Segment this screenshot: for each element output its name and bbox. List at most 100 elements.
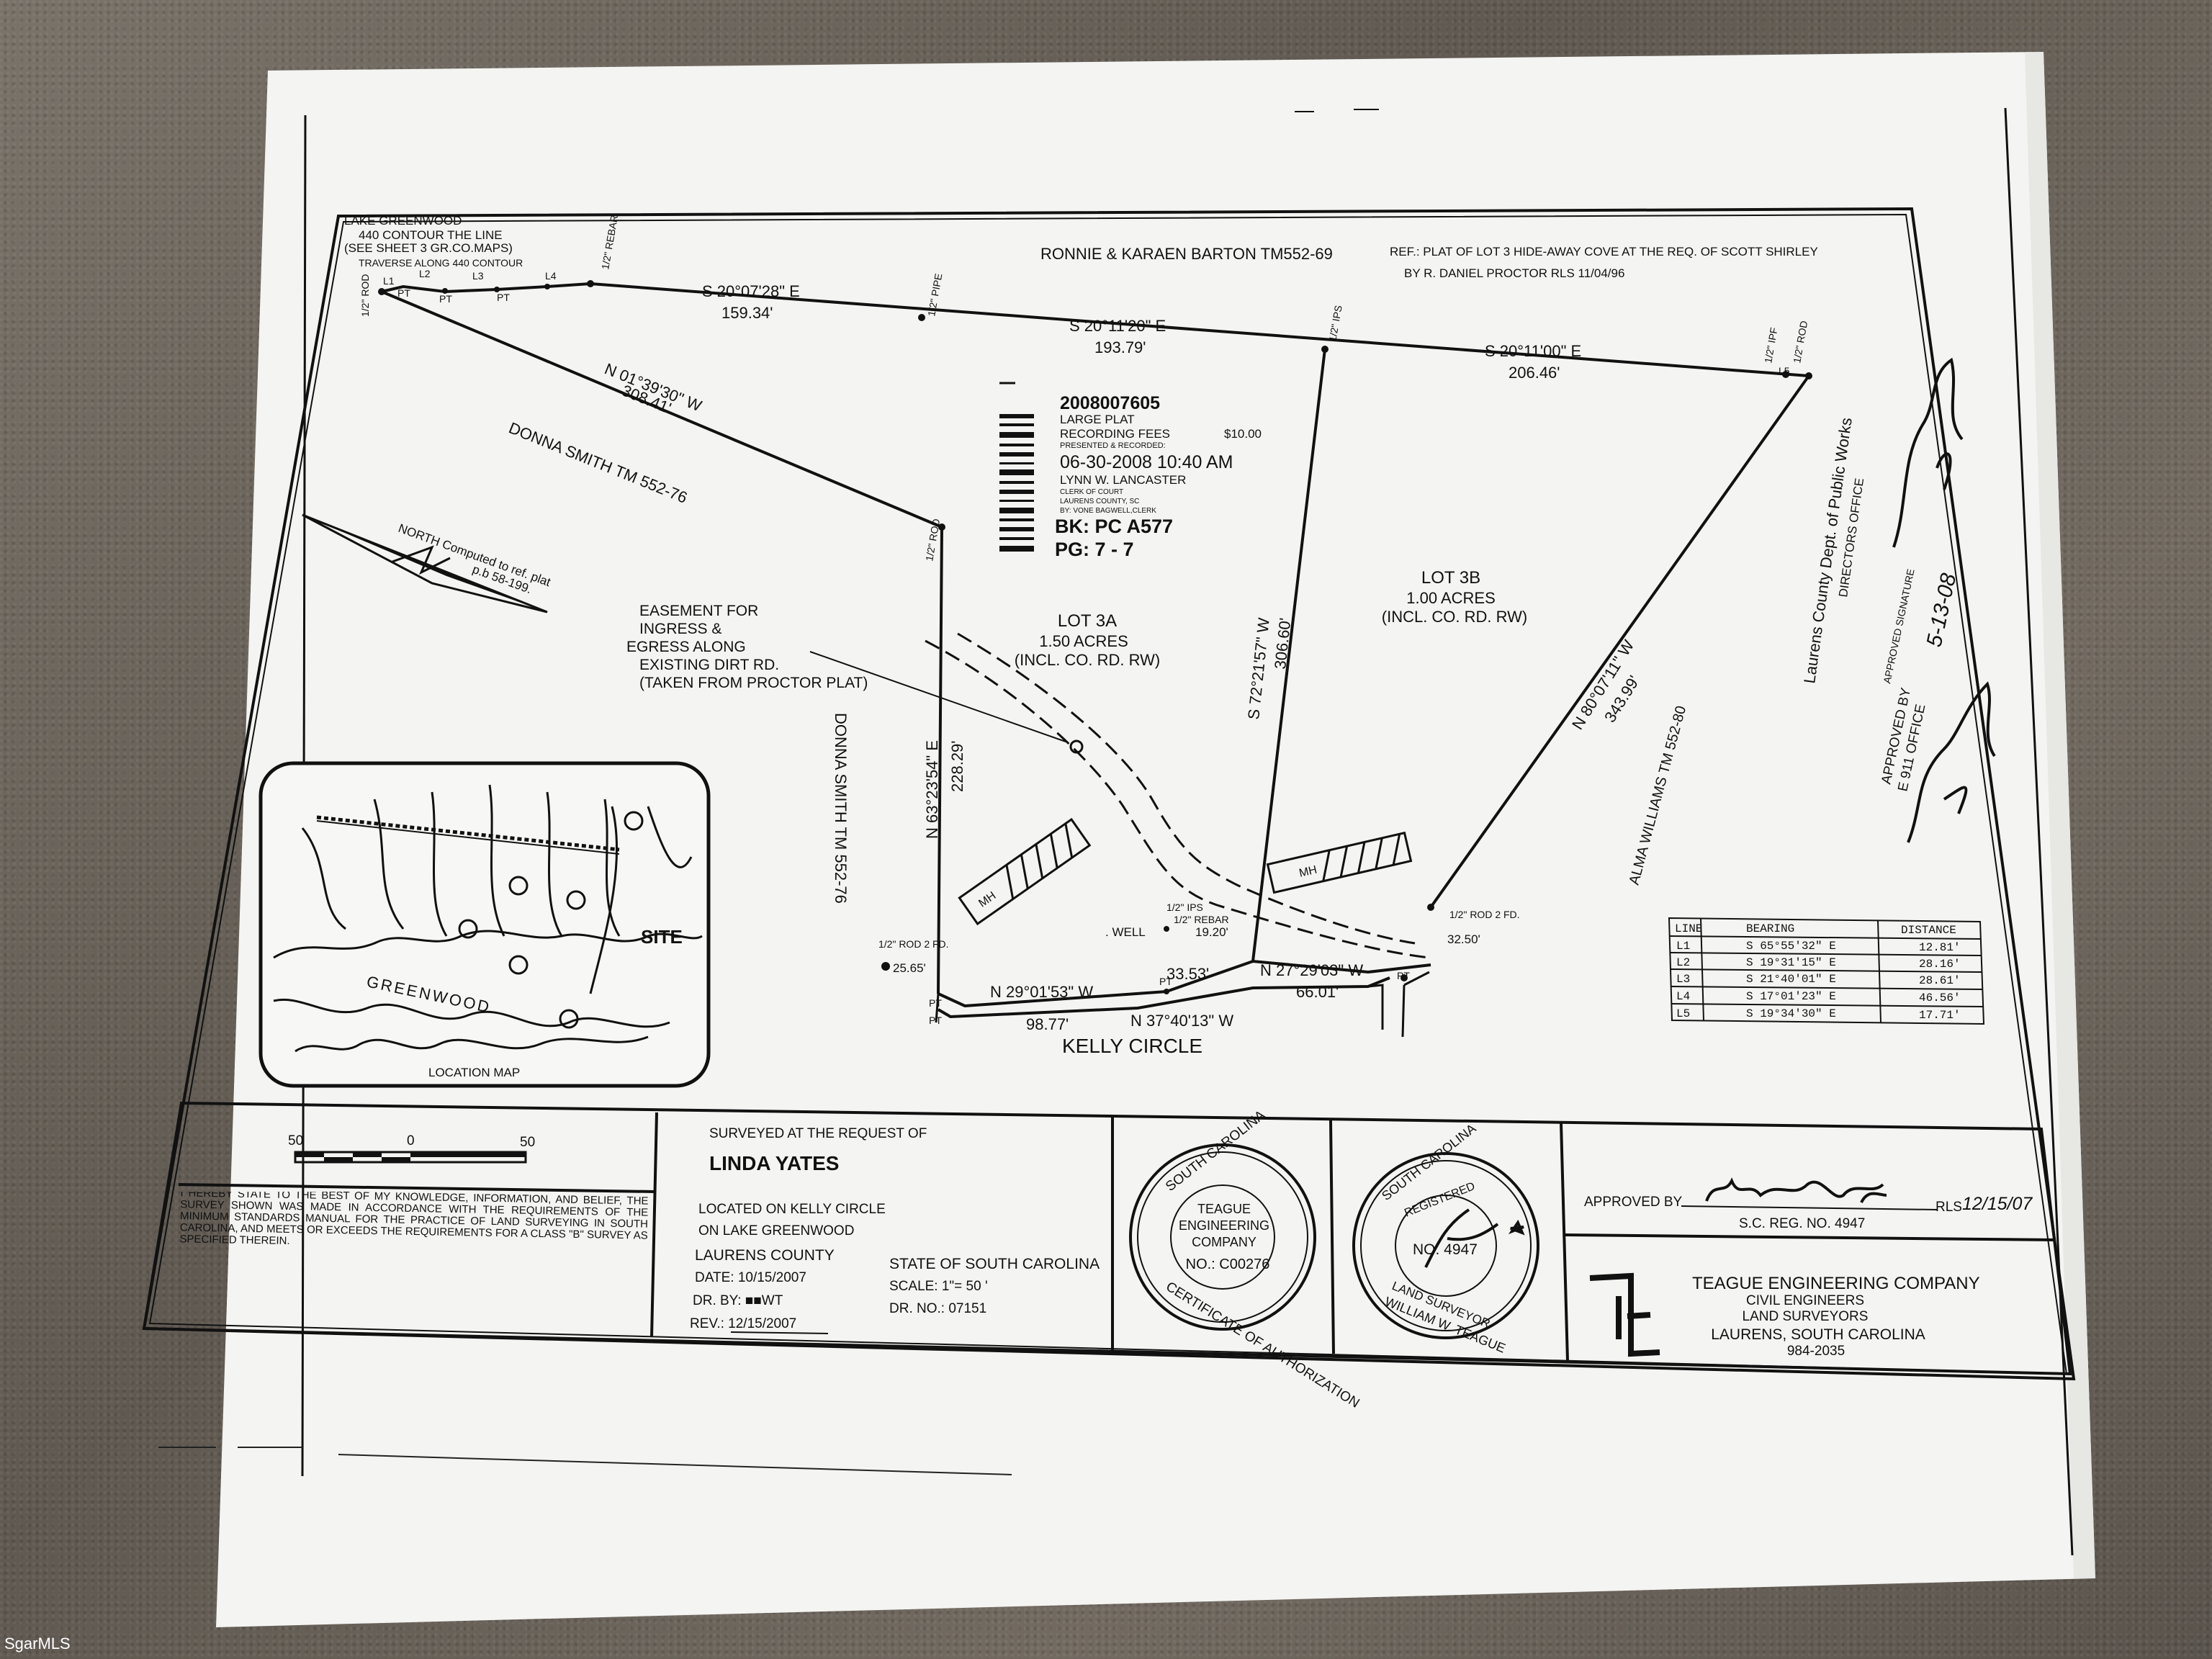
recording-date: 06-30-2008 10:40 AM	[1060, 452, 1233, 472]
easement-road	[925, 632, 1430, 959]
lot3a-title: LOT 3A	[1058, 611, 1117, 631]
svg-text:PT: PT	[929, 997, 942, 1009]
svg-text:INGRESS &: INGRESS &	[639, 621, 721, 637]
recording-number: 2008007605	[1060, 393, 1160, 413]
svg-text:DISTANCE: DISTANCE	[1901, 924, 1956, 937]
svg-text:PT: PT	[1397, 970, 1410, 981]
svg-text:(TAKEN FROM PROCTOR PLAT): (TAKEN FROM PROCTOR PLAT)	[639, 675, 868, 691]
recording-line2: RECORDING FEES	[1060, 427, 1170, 441]
company-phone: 984-2035	[1787, 1344, 1845, 1359]
recording-book: BK: PC A577	[1055, 516, 1173, 537]
svg-text:PT: PT	[439, 293, 452, 305]
svg-text:LAURENS COUNTY, SC: LAURENS COUNTY, SC	[1060, 498, 1139, 505]
svg-text:COMPANY: COMPANY	[1192, 1235, 1256, 1249]
svg-text:NO.: C00276: NO.: C00276	[1186, 1256, 1270, 1272]
seal-reg-number: NO. 4947	[1413, 1241, 1478, 1258]
svg-text:17.71': 17.71'	[1919, 1009, 1961, 1022]
lot3a-acres: 1.50 ACRES	[1039, 632, 1128, 650]
dist-top3: 206.46'	[1509, 364, 1560, 382]
dist-19-20: 19.20'	[1195, 925, 1228, 939]
dist-top2: 193.79'	[1094, 338, 1146, 356]
easement-line-1: EASEMENT FOR	[639, 603, 758, 619]
bearing-bottom2: N 27°29'03" W	[1260, 961, 1363, 979]
svg-text:50: 50	[288, 1133, 303, 1148]
svg-text:PT: PT	[1159, 976, 1172, 987]
svg-text:1/2" REBAR: 1/2" REBAR	[1174, 914, 1229, 925]
bearing-left-vert: N 63°23'54" E	[923, 740, 941, 839]
rls-date: 12/15/07	[1962, 1194, 2033, 1214]
svg-text:EXISTING DIRT RD.: EXISTING DIRT RD.	[639, 657, 779, 673]
svg-text:MH: MH	[1298, 864, 1318, 880]
side-signature-1	[1892, 357, 1964, 548]
paper	[216, 52, 2095, 1627]
company-sub2: LAND SURVEYORS	[1743, 1309, 1869, 1324]
svg-text:EGRESS ALONG: EGRESS ALONG	[626, 639, 746, 655]
lake-line-2: 440 CONTOUR THE LINE	[359, 228, 503, 242]
recording-barcode	[999, 414, 1034, 552]
bearing-top3: S 20°11'00" E	[1485, 342, 1581, 360]
lot3a-note: (INCL. CO. RD. RW)	[1015, 651, 1160, 669]
approved-by: APPROVED BY	[1584, 1195, 1683, 1210]
svg-text:50: 50	[520, 1135, 535, 1150]
title-block	[142, 1101, 2072, 1376]
dist-top1: 159.34'	[721, 304, 773, 322]
lot3b-title: LOT 3B	[1421, 568, 1480, 588]
bearing-bottom4: N 37°40'13" W	[1130, 1012, 1233, 1030]
dist-bottom4: 66.01'	[1296, 983, 1339, 1001]
rls-label: RLS	[1936, 1200, 1962, 1215]
state-label: STATE OF SOUTH CAROLINA	[889, 1256, 1100, 1272]
neighbor-top: RONNIE & KARAEN BARTON TM552-69	[1040, 245, 1333, 263]
surveyor-signature	[1705, 1177, 1887, 1204]
pt-label: PT	[397, 287, 410, 299]
svg-text:0: 0	[407, 1133, 415, 1148]
donna-smith-left: DONNA SMITH TM 552-76	[832, 713, 850, 904]
svg-text:PT: PT	[929, 1015, 942, 1026]
svg-text:BY: VONE BAGWELL,CLERK: BY: VONE BAGWELL,CLERK	[1060, 507, 1156, 515]
well-label: . WELL	[1105, 925, 1146, 939]
svg-text:BEARING: BEARING	[1746, 922, 1794, 935]
svg-text:S 19°34'30" E: S 19°34'30" E	[1746, 1007, 1836, 1020]
surveyed-for-label: SURVEYED AT THE REQUEST OF	[709, 1126, 927, 1141]
lot3b-note: (INCL. CO. RD. RW)	[1382, 608, 1527, 626]
county-label: LAURENS COUNTY	[695, 1247, 835, 1264]
dist-32-50: 32.50'	[1447, 932, 1480, 946]
l1-label: L1	[383, 275, 395, 287]
drawn-by-label: DR. BY: ■■WT	[693, 1293, 783, 1308]
certification-block: I HEREBY STATE TO THE BEST OF MY KNOWLED…	[180, 1192, 648, 1247]
location-map-title: LOCATION MAP	[428, 1066, 520, 1079]
svg-text:CLERK OF COURT: CLERK OF COURT	[1060, 488, 1123, 496]
mobile-home-left: MH	[958, 817, 1092, 926]
reg-number: S.C. REG. NO. 4947	[1739, 1216, 1865, 1231]
svg-text:ENGINEERING: ENGINEERING	[1179, 1218, 1269, 1233]
l2-label: L2	[419, 268, 431, 279]
north-arrow	[302, 513, 548, 613]
ref-line-2: BY R. DANIEL PROCTOR RLS 11/04/96	[1404, 266, 1624, 280]
location-map: SITE GREENWOOD LOCATION MAP	[258, 761, 711, 1088]
property-boundary	[381, 282, 1810, 1019]
date-label: DATE: 10/15/2007	[695, 1270, 806, 1285]
scale-label: SCALE: 1"= 50 '	[889, 1279, 988, 1294]
site-label: SITE	[641, 926, 683, 948]
bearing-bottom1: N 29°01'53" W	[990, 983, 1093, 1001]
svg-text:S 65°55'32" E: S 65°55'32" E	[1746, 940, 1836, 953]
svg-text:S 19°31'15" E: S 19°31'15" E	[1746, 956, 1836, 969]
l5-label: L5	[1779, 365, 1790, 377]
lot3b-acres: 1.00 ACRES	[1406, 589, 1496, 607]
dist-left-vert: 228.29'	[948, 741, 966, 793]
recording-line3: PRESENTED & RECORDED:	[1060, 441, 1166, 450]
dist-bottom1: 33.53'	[1166, 965, 1209, 983]
rod-marker-1: 1/2" ROD	[359, 274, 371, 317]
drawing-number: DR. NO.: 07151	[889, 1301, 986, 1316]
company-sub1: CIVIL ENGINEERS	[1746, 1293, 1864, 1308]
teague-logo	[1589, 1272, 1660, 1357]
recording-page: PG: 7 - 7	[1055, 539, 1134, 560]
drawing-border	[142, 207, 2076, 1381]
watermark: SgarMLS	[4, 1635, 71, 1653]
scale-bar: 50 0 50	[288, 1133, 535, 1164]
revision-label: REV.: 12/15/2007	[690, 1316, 796, 1331]
svg-text:TEAGUE: TEAGUE	[1197, 1202, 1251, 1216]
side-signature-2	[1907, 681, 1996, 843]
svg-text:S 17°01'23" E: S 17°01'23" E	[1746, 990, 1836, 1003]
ips-rebar-marker: 1/2" IPS	[1166, 902, 1203, 913]
